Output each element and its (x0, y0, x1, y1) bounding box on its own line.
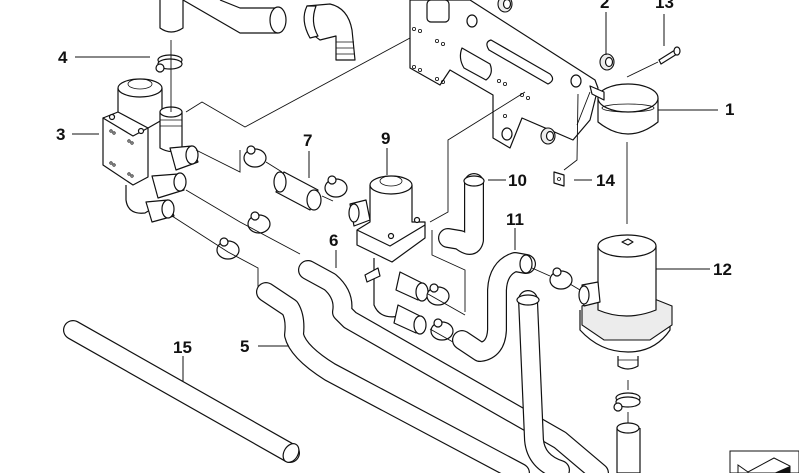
auxiliary-pump (579, 234, 673, 370)
short-hose (273, 171, 322, 211)
callout-2: 2 (600, 0, 610, 12)
callout-12: 12 (713, 260, 732, 279)
valve-port-3 (145, 199, 175, 223)
screw (658, 46, 681, 65)
valve-port-1 (169, 145, 199, 171)
hose-5 (256, 282, 530, 473)
top-pipe-vertical (159, 0, 184, 33)
clamp-f (430, 318, 454, 341)
leader-lines (72, 12, 718, 382)
clip-nut (553, 171, 565, 187)
callout-13: 13 (655, 0, 674, 12)
callout-3: 3 (56, 125, 66, 144)
valve-port-top (159, 106, 183, 153)
heater-valve (102, 78, 163, 214)
callout-10: 10 (508, 171, 527, 190)
callout-7: 7 (303, 131, 313, 150)
callout-11: 11 (506, 210, 524, 229)
valve-port-2 (151, 172, 187, 199)
grommet-right (599, 53, 615, 71)
callout-4: 4 (58, 48, 68, 67)
hose-6 (298, 260, 609, 473)
hose-long-vertical (516, 290, 570, 473)
clamp-a (243, 145, 267, 168)
hose-11 (452, 252, 536, 362)
pump-strap (589, 83, 659, 135)
mounting-bracket (409, 0, 599, 149)
pump-inlet (578, 281, 601, 307)
callout-15: 15 (173, 338, 192, 357)
clamp-h (613, 392, 641, 412)
hose-15 (63, 320, 300, 463)
grommet-bottom (540, 127, 556, 145)
clamp-4 (155, 54, 183, 73)
callout-5: 5 (240, 337, 250, 356)
valve-9-inlet (348, 199, 371, 227)
elbow-connector (303, 3, 356, 61)
callout-1: 1 (725, 100, 735, 119)
top-pipe-bent (182, 0, 287, 34)
valve-9-port-2 (393, 304, 427, 335)
clamp-b (324, 175, 348, 198)
valve-9-port-1 (395, 271, 429, 302)
grommet-top (497, 0, 513, 13)
callout-14: 14 (596, 171, 615, 190)
hose-bottom-stub (616, 422, 641, 473)
isometric-block-icon (729, 450, 799, 473)
valve-9 (356, 175, 426, 318)
clamp-g (549, 267, 573, 290)
callout-9: 9 (381, 129, 391, 148)
clamp-e (426, 283, 450, 306)
clamp-c (247, 211, 271, 234)
callout-6: 6 (329, 231, 339, 250)
hose-10 (438, 173, 485, 255)
